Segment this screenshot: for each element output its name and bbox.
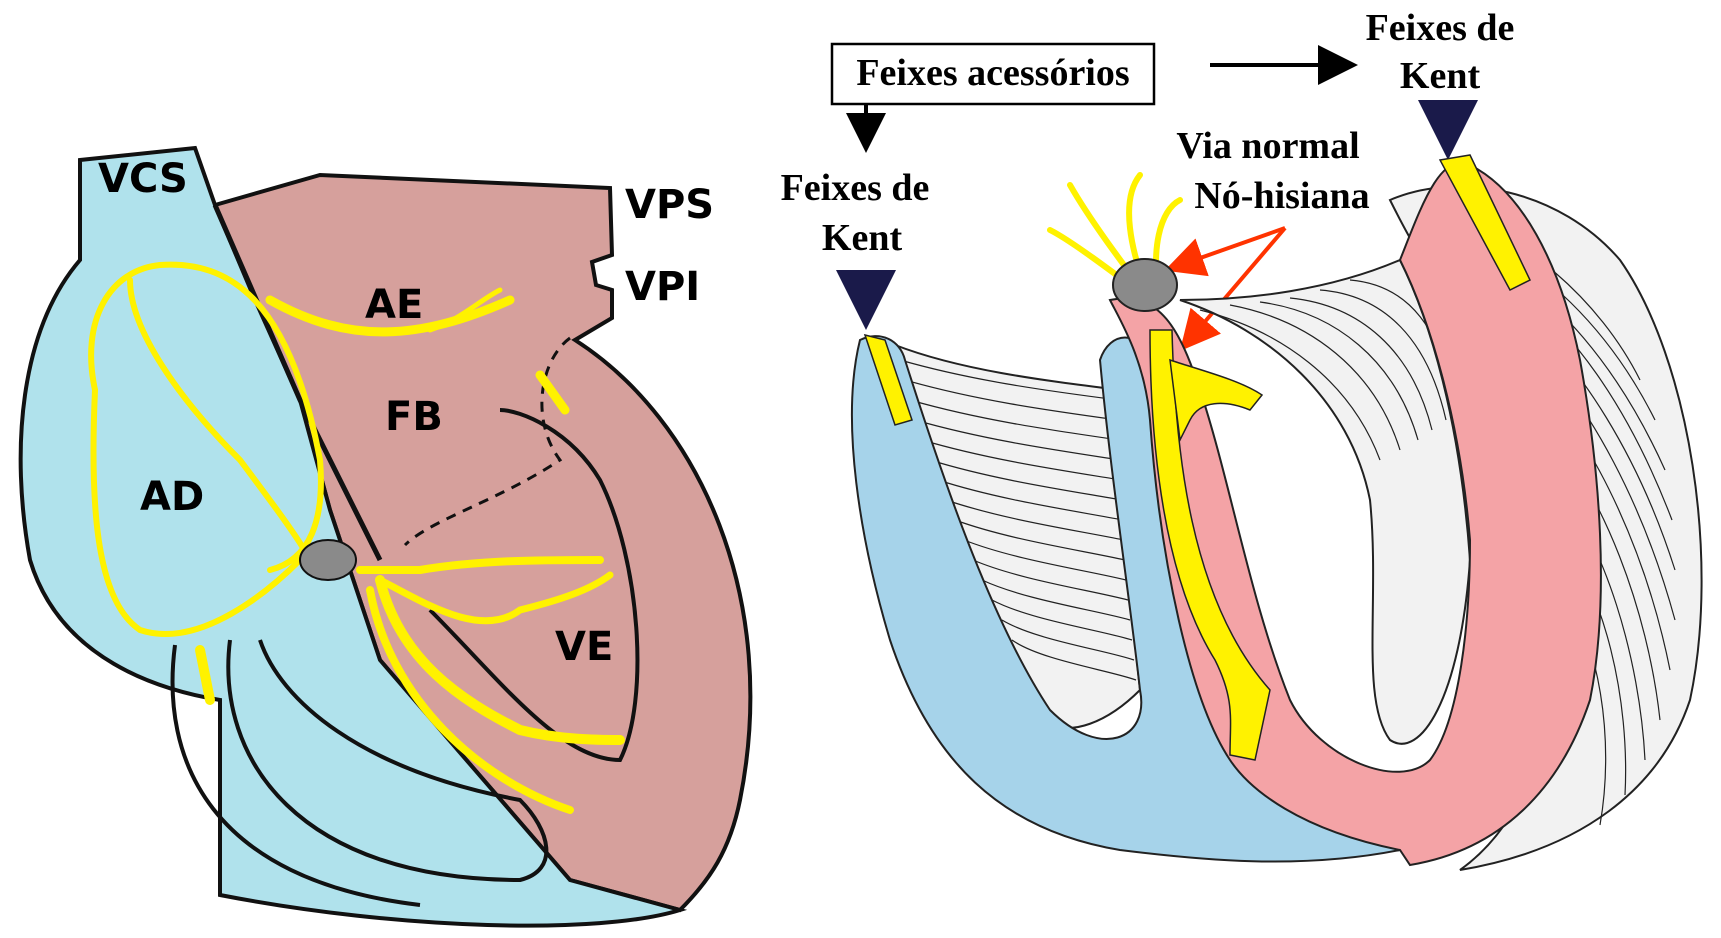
- normal-path-line2: Nó-hisiana: [1194, 175, 1369, 217]
- label-ad: AD: [140, 474, 204, 520]
- label-vpi: VPI: [625, 264, 700, 310]
- label-ve: VE: [555, 624, 613, 670]
- normal-av-node: [1113, 259, 1177, 311]
- label-fb: FB: [385, 394, 443, 440]
- label-ae: AE: [365, 282, 423, 328]
- kent-right-line1: Feixes de: [1366, 7, 1515, 49]
- bundle-branch: [1170, 360, 1262, 440]
- label-vcs: VCS: [98, 156, 188, 202]
- normal-path-line1: Via normal: [1176, 125, 1359, 167]
- label-vps: VPS: [625, 182, 714, 228]
- kent-left-line1: Feixes de: [781, 167, 930, 209]
- accessory-box-label: Feixes acessórios: [856, 52, 1129, 94]
- kent-left-line2: Kent: [822, 217, 903, 259]
- av-node: [300, 540, 356, 580]
- kent-right-line2: Kent: [1400, 55, 1481, 97]
- left-heart-illustration: VCS VPS VPI AE FB AD VE: [21, 148, 751, 926]
- right-heart-illustration: Feixes acessórios Feixes de Kent Feixes …: [781, 7, 1702, 870]
